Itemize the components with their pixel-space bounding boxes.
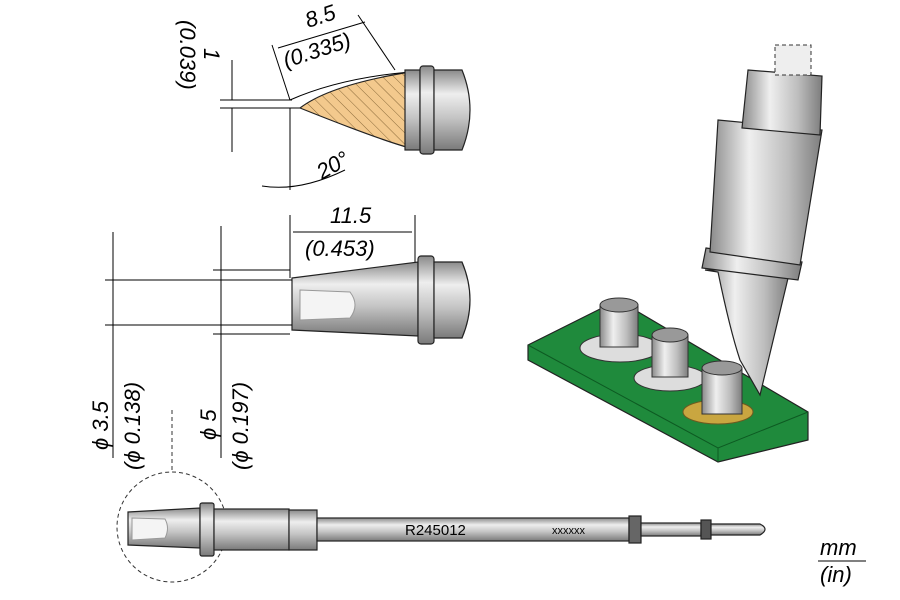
- serial-placeholder: xxxxxx: [552, 525, 586, 537]
- units-legend: mm (in): [818, 535, 866, 587]
- part-number: R245012: [405, 522, 466, 539]
- inner-diameter-mm: ϕ 3.5: [88, 400, 113, 450]
- outer-diameter-in: (ϕ 0.197): [228, 382, 253, 470]
- tip-angle: 20°: [311, 146, 353, 185]
- tip-thickness-mm: 1: [199, 48, 224, 60]
- total-length-mm: 11.5: [330, 203, 372, 228]
- tip-length-in: (0.335): [280, 27, 354, 72]
- inner-diameter-in: (ϕ 0.138): [120, 382, 145, 470]
- unit-mm: mm: [820, 535, 857, 560]
- pcb-illustration: [527, 44, 823, 463]
- hatched-tip-section: [298, 71, 421, 149]
- tip-thickness-in: (0.039): [175, 20, 200, 90]
- unit-in: (in): [820, 562, 852, 587]
- cartridge-view: R245012 xxxxxx: [116, 410, 766, 583]
- pcb-pin: [579, 297, 707, 392]
- total-length-in: (0.453): [305, 236, 375, 261]
- tip-side-view: 11.5 (0.453) ϕ 3.5 (ϕ 0.138) ϕ 5 (ϕ 0.19…: [88, 203, 471, 470]
- outer-diameter-mm: ϕ 5: [196, 409, 221, 440]
- tip-length-mm: 8.5: [302, 0, 340, 33]
- tip-section-view: (0.039) 1 8.5 (0.335) 20°: [175, 0, 471, 190]
